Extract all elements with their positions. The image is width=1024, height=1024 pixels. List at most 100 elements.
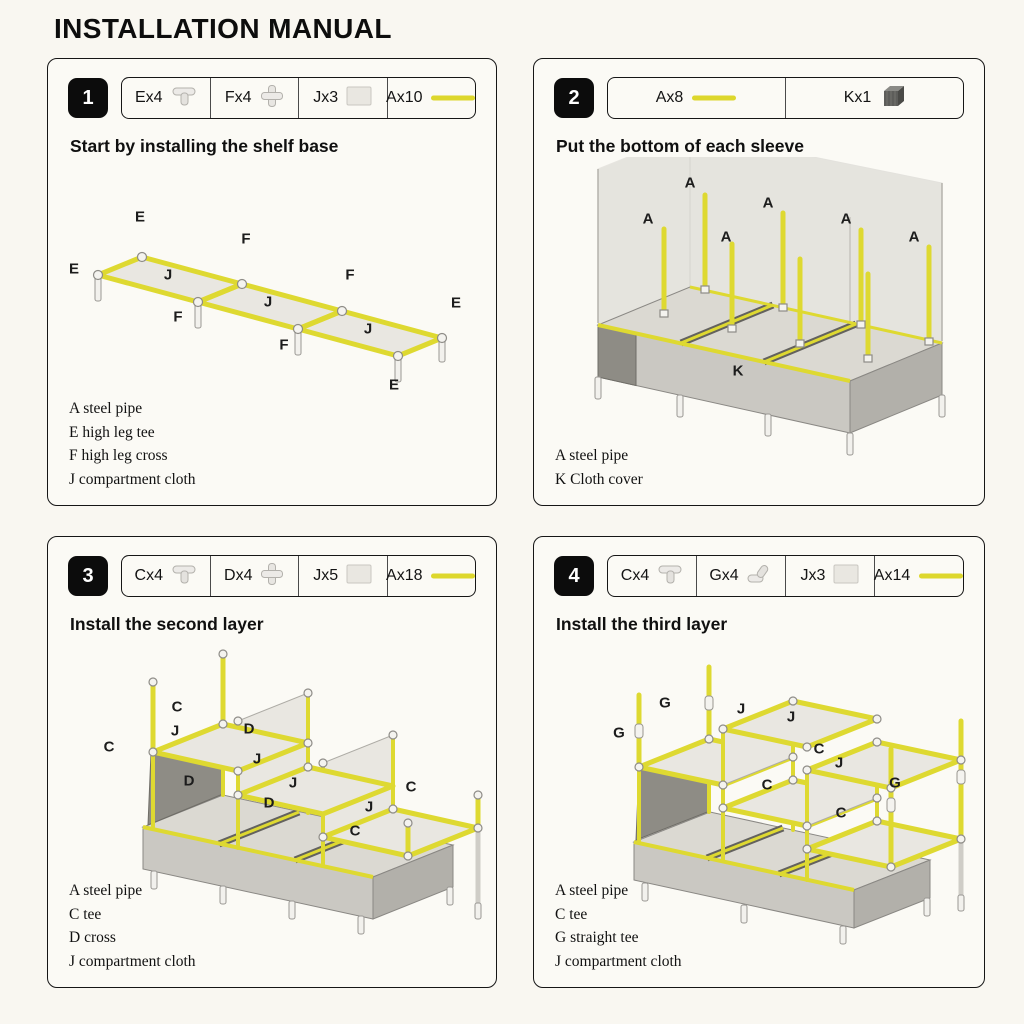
diagram-label-J: J	[834, 754, 844, 772]
diagram-label-J: J	[170, 722, 180, 740]
tee-connector-icon	[657, 563, 683, 590]
corner-connectors	[634, 696, 966, 872]
part-item: Cx4	[122, 556, 210, 596]
part-item: Jx3	[298, 78, 387, 118]
part-item: Ax18	[386, 556, 475, 596]
step-1-panel: 1 Ex4 Fx4 Jx3 Ax10 Start by installing t…	[47, 58, 497, 506]
legend: A steel pipe C tee G straight tee J comp…	[555, 879, 682, 973]
tee-connector-icon	[171, 85, 197, 112]
part-item: Jx3	[785, 556, 874, 596]
diagram-label-E: E	[388, 376, 400, 394]
diagram-label-J: J	[263, 293, 273, 311]
part-label: Dx4	[224, 567, 253, 584]
step-4-panel: 4 Cx4 Gx4 Jx3 Ax14 Install the third lay…	[533, 536, 985, 988]
diagram-label-J: J	[363, 320, 373, 338]
sleeve-bottom-drawing	[594, 157, 946, 456]
legend-item: K Cloth cover	[555, 470, 643, 488]
instruction-text: Put the bottom of each sleeve	[556, 136, 804, 156]
diagram-label-A: A	[762, 194, 774, 212]
part-item: Ax14	[874, 556, 963, 596]
diagram-label-A: A	[684, 174, 696, 192]
diagram-label-G: G	[889, 774, 901, 792]
legend: A steel pipe K Cloth cover	[555, 444, 643, 491]
legs	[150, 870, 482, 935]
diagram-label-E: E	[134, 208, 146, 226]
diagram-label-C: C	[349, 822, 361, 840]
part-item: Ax10	[386, 78, 475, 118]
steel-pipe-icon	[430, 567, 475, 585]
part-label: Ax10	[386, 89, 423, 106]
cross-connector-icon	[260, 84, 284, 113]
base-box	[632, 811, 932, 929]
step-2-diagram: A A A A A A K	[540, 157, 980, 462]
diagram-label-K: K	[732, 362, 744, 380]
shelf-base-drawing	[92, 251, 448, 383]
vertical-pipes	[659, 192, 934, 363]
steel-pipe-icon	[430, 89, 475, 107]
cloth-cover-icon	[879, 84, 905, 113]
compartment-cloth-icon	[833, 564, 859, 589]
diagram-label-E: E	[450, 294, 462, 312]
part-item: Kx1	[785, 78, 963, 118]
diagram-label-C: C	[761, 776, 773, 794]
tall-corner-pipes	[150, 651, 481, 859]
third-layer-shelves	[720, 698, 964, 791]
step-number-badge: 2	[554, 78, 594, 118]
diagram-label-A: A	[720, 228, 732, 246]
diagram-label-C: C	[813, 740, 825, 758]
diagram-label-F: F	[279, 336, 289, 354]
parts-list-box: Cx4 Gx4 Jx3 Ax14	[607, 555, 964, 597]
compartment-cloth-icon	[346, 86, 372, 111]
legend: A steel pipe C tee D cross J compartment…	[69, 879, 196, 973]
base-box	[141, 794, 455, 920]
step-3-panel: 3 Cx4 Dx4 Jx5 Ax18 Install the second la…	[47, 536, 497, 988]
legs	[641, 882, 965, 945]
legend-item: G straight tee	[555, 929, 639, 946]
diagram-label-J: J	[786, 708, 796, 726]
part-label: Ex4	[134, 89, 163, 106]
part-label: Jx3	[800, 567, 826, 584]
legend-item: A steel pipe	[555, 882, 629, 899]
third-layer-drawing	[632, 664, 966, 945]
legend-item: D cross	[69, 929, 116, 946]
step-3-header: 3 Cx4 Dx4 Jx5 Ax18	[68, 555, 476, 597]
compartment-cloth-icon	[346, 564, 372, 589]
part-label: Ax8	[655, 89, 684, 106]
parts-list-box: Ax8 Kx1	[607, 77, 964, 119]
step-1-header: 1 Ex4 Fx4 Jx3 Ax10	[68, 77, 476, 119]
diagram-label-D: D	[183, 772, 195, 790]
tall-corner-pipes	[634, 664, 966, 870]
parts-list-box: Cx4 Dx4 Jx5 Ax18	[121, 555, 476, 597]
tee-connector-icon	[171, 563, 197, 590]
diagram-label-F: F	[173, 308, 183, 326]
part-item: Cx4	[608, 556, 696, 596]
part-label: Cx4	[134, 567, 163, 584]
straight-tee-connector-icon	[747, 563, 773, 590]
legend-item: A steel pipe	[555, 447, 629, 464]
part-item: Ex4	[122, 78, 210, 118]
diagram-label-A: A	[908, 228, 920, 246]
diagram-label-G: G	[613, 724, 625, 742]
corner-connectors	[92, 251, 448, 362]
legend: A steel pipe E high leg tee F high leg c…	[69, 397, 196, 491]
diagram-label-A: A	[840, 210, 852, 228]
legend-item: A steel pipe	[69, 400, 143, 417]
instruction-text: Start by installing the shelf base	[70, 136, 339, 156]
part-item: Dx4	[209, 556, 299, 596]
corner-connectors	[148, 649, 483, 861]
diagram-label-A: A	[642, 210, 654, 228]
page-title: INSTALLATION MANUAL	[54, 13, 392, 44]
part-item: Ax8	[608, 78, 785, 118]
part-label: Gx4	[709, 567, 739, 584]
step-number-badge: 4	[554, 556, 594, 596]
part-label: Jx5	[313, 567, 339, 584]
part-label: Kx1	[843, 89, 872, 106]
diagram-label-D: D	[243, 720, 255, 738]
step-4-diagram: G J G J J C C G C	[539, 637, 979, 949]
part-label: Jx3	[313, 89, 339, 106]
diagram-label-E: E	[68, 260, 80, 278]
part-item: Fx4	[209, 78, 299, 118]
instruction-text: Install the third layer	[556, 614, 728, 634]
legend-item: F high leg cross	[69, 447, 168, 464]
diagram-label-F: F	[241, 230, 251, 248]
